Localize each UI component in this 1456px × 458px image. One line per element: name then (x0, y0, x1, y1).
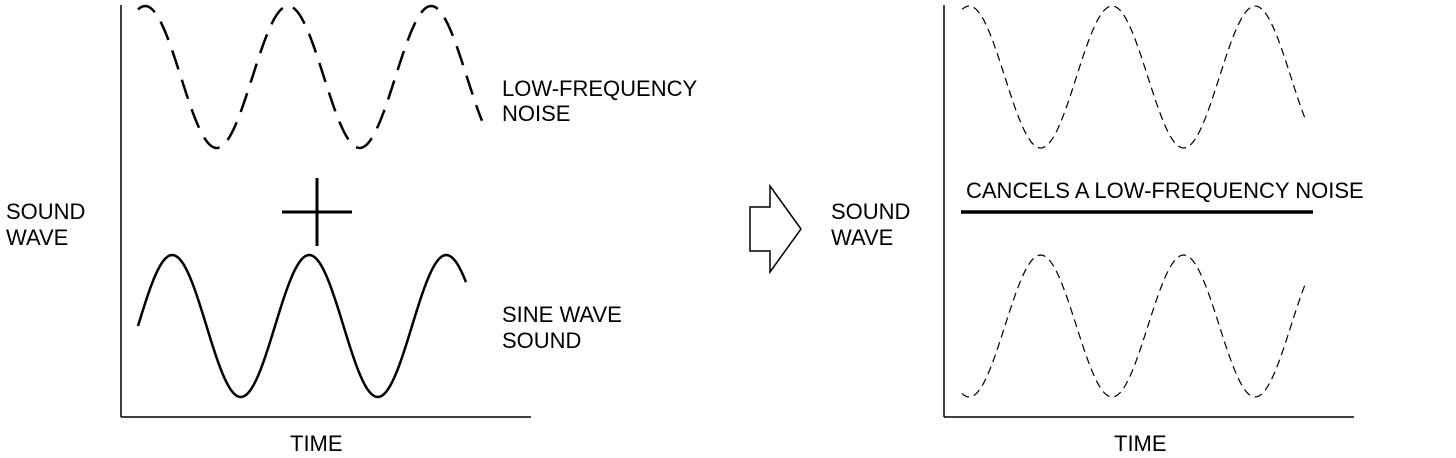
sine-wave-sound-label-line-2: SOUND (502, 328, 581, 353)
left-panel: SOUND WAVE TIME LOW-FREQUENCY NOISE SINE… (6, 4, 697, 456)
low-frequency-noise-label-line-2: NOISE (502, 101, 570, 126)
inverted-wave-thin (961, 254, 1307, 398)
right-y-axis-label-line-2: WAVE (831, 225, 893, 250)
low-frequency-noise-label-line-1: LOW-FREQUENCY (502, 76, 697, 101)
left-y-axis-label-line-2: WAVE (6, 225, 68, 250)
right-x-axis-label: TIME (1114, 431, 1167, 456)
right-panel: SOUND WAVE TIME CANCELS A LOW-FREQUENCY … (831, 5, 1364, 456)
plus-icon (282, 178, 352, 246)
left-y-axis-label-line-1: SOUND (6, 199, 85, 224)
right-y-axis-label-line-1: SOUND (831, 199, 910, 224)
low-frequency-noise-wave (137, 4, 484, 150)
right-arrow-icon (749, 183, 802, 275)
noise-wave-thin (961, 5, 1307, 149)
sine-wave-sound-label-line-1: SINE WAVE (502, 302, 622, 327)
cancellation-result-label: CANCELS A LOW-FREQUENCY NOISE (966, 178, 1364, 203)
left-x-axis-label: TIME (290, 431, 343, 456)
sine-wave-sound-wave (136, 253, 468, 399)
